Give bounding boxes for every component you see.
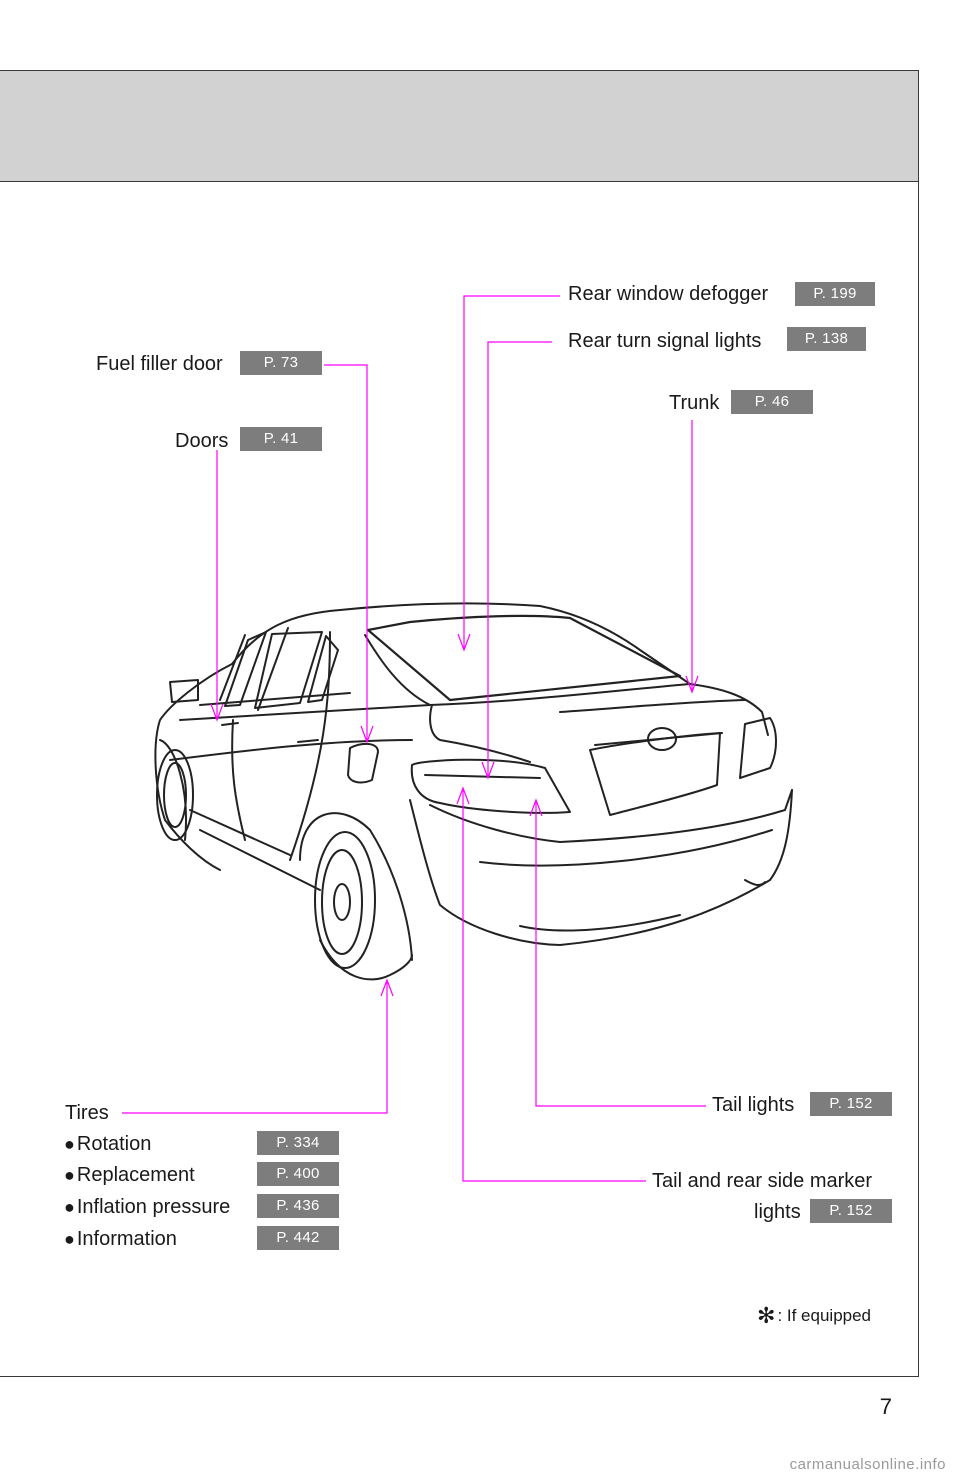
header-band (0, 71, 918, 182)
tires-item-information: ●Information (64, 1227, 177, 1251)
leader-tires (122, 982, 388, 1114)
label-fuel-filler-door: Fuel filler door (96, 353, 223, 375)
label-tail-rear-side-marker-line1: Tail and rear side marker (652, 1170, 873, 1192)
asterisk-icon: ✻ (757, 1303, 776, 1328)
page-ref-doors[interactable]: P. 41 (240, 427, 322, 451)
car-outline (154, 602, 793, 981)
label-tires: Tires (65, 1102, 109, 1124)
page-ref-tail-lights[interactable]: P. 152 (810, 1092, 892, 1116)
page-ref-tires-information[interactable]: P. 442 (257, 1226, 339, 1250)
watermark: carmanualsonline.info (789, 1456, 946, 1473)
leader-arrowheads (210, 633, 699, 997)
footnote-if-equipped: ✻: If equipped (757, 1303, 871, 1329)
bullet-icon: ● (64, 1165, 75, 1185)
footnote-text: : If equipped (777, 1306, 872, 1325)
label-tail-rear-side-marker-line2: lights (754, 1201, 801, 1223)
leader-rear-turn-signal (487, 341, 552, 776)
tires-item-label: Inflation pressure (76, 1196, 231, 1218)
tires-item-replacement: ●Replacement (64, 1163, 195, 1187)
label-doors: Doors (175, 430, 229, 452)
label-rear-turn-signal-lights: Rear turn signal lights (568, 330, 762, 352)
page-number: 7 (879, 1394, 892, 1419)
label-trunk: Trunk (669, 392, 720, 414)
bullet-icon: ● (64, 1197, 75, 1217)
tires-item-inflation-pressure: ●Inflation pressure (64, 1195, 230, 1219)
page-ref-fuel-filler-door[interactable]: P. 73 (240, 351, 322, 375)
leader-fuel-filler-door (324, 364, 368, 740)
leader-tail-lights (535, 802, 706, 1107)
page-ref-trunk[interactable]: P. 46 (731, 390, 813, 414)
bullet-icon: ● (64, 1229, 75, 1249)
page-ref-tires-rotation[interactable]: P. 334 (257, 1131, 339, 1155)
tires-item-label: Information (76, 1228, 177, 1250)
leader-lines (122, 295, 706, 1182)
label-rear-window-defogger: Rear window defogger (568, 283, 769, 305)
page-ref-rear-turn-signal-lights[interactable]: P. 138 (787, 327, 866, 351)
tires-item-label: Rotation (76, 1133, 152, 1155)
leader-tail-side-marker (462, 790, 646, 1182)
bullet-icon: ● (64, 1134, 75, 1154)
page-ref-rear-window-defogger[interactable]: P. 199 (795, 282, 875, 306)
page-ref-tires-inflation-pressure[interactable]: P. 436 (257, 1194, 339, 1218)
page-ref-tail-rear-side-marker[interactable]: P. 152 (810, 1199, 892, 1223)
label-tail-lights: Tail lights (712, 1094, 795, 1116)
tires-item-rotation: ●Rotation (64, 1132, 151, 1156)
tires-item-label: Replacement (76, 1164, 195, 1186)
page-ref-tires-replacement[interactable]: P. 400 (257, 1162, 339, 1186)
leader-rear-window-defogger (463, 295, 560, 648)
